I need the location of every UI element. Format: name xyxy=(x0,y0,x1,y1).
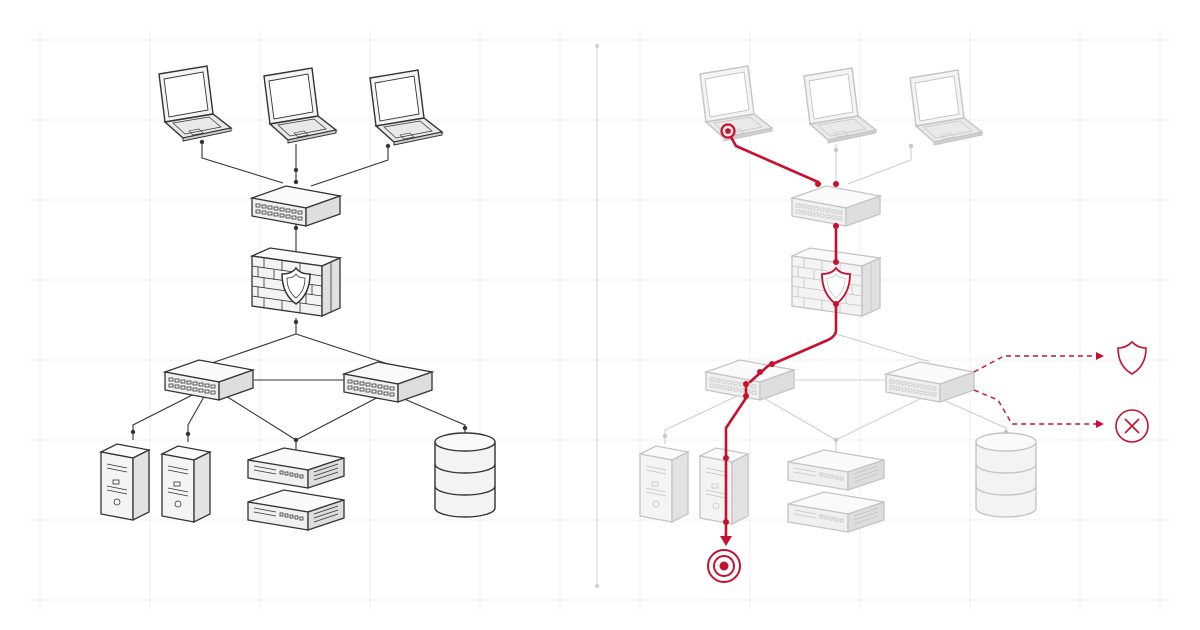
rack-server-icon xyxy=(247,489,345,531)
database-icon xyxy=(975,432,1037,518)
baseline-links xyxy=(130,139,468,452)
rack-server-icon xyxy=(787,449,885,491)
laptop-icon xyxy=(909,69,983,146)
switch-icon xyxy=(343,361,433,403)
arrow-icon xyxy=(720,536,732,546)
laptop-icon xyxy=(263,67,337,144)
attacked-network-panel xyxy=(639,65,1149,583)
switch-icon xyxy=(705,359,795,401)
laptop-icon xyxy=(158,65,232,142)
target-icon xyxy=(707,549,741,583)
background-grid xyxy=(30,30,1170,610)
attack-origin-marker xyxy=(720,123,736,139)
tower-server-icon xyxy=(639,445,689,523)
tower-server-icon xyxy=(100,443,150,521)
switch-icon xyxy=(164,359,254,401)
switch-icon xyxy=(791,185,881,227)
rack-server-icon xyxy=(787,491,885,533)
baseline-link-junctions xyxy=(130,139,468,443)
switch-icon xyxy=(251,185,341,227)
panel-divider-cap-top xyxy=(595,44,599,48)
attacked-link-junctions xyxy=(662,143,1009,443)
compromised-firewall-shield xyxy=(821,266,851,306)
baseline-network-panel xyxy=(100,65,496,531)
panel-divider-cap-bottom xyxy=(595,584,599,588)
rack-server-icon xyxy=(247,447,345,489)
tower-server-icon xyxy=(161,445,211,523)
attack-path xyxy=(720,123,839,546)
shield-icon xyxy=(1117,340,1147,375)
database-icon xyxy=(434,432,496,518)
laptop-icon xyxy=(369,69,443,146)
laptop-icon xyxy=(803,67,877,144)
firewall-icon xyxy=(251,247,341,317)
switch-icon xyxy=(885,361,975,403)
blocked-paths xyxy=(973,352,1104,428)
laptop-icon xyxy=(699,65,773,142)
blocked-icon xyxy=(1115,409,1149,443)
